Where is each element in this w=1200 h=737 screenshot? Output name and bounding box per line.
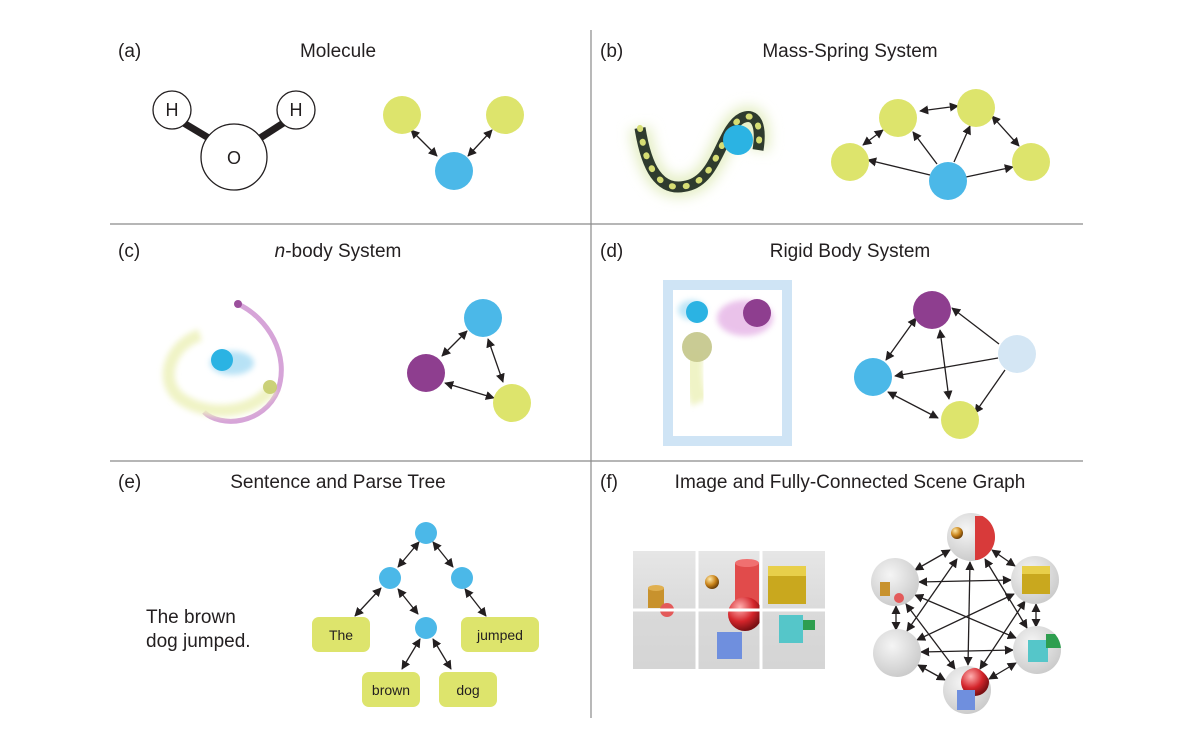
scene-green-object	[803, 620, 815, 630]
nbody-graph	[407, 299, 531, 422]
panel-e-title: Sentence and Parse Tree	[230, 472, 445, 493]
panel-e-label: (e)	[118, 472, 141, 493]
word-jumped: jumped	[476, 627, 523, 643]
panel-c: (c) n-body System	[118, 241, 531, 424]
panel-b: (b) Mass-Spring System	[600, 41, 1050, 200]
panel-b-label: (b)	[600, 41, 623, 62]
panel-f: (f) Image and Fully-Connected Scene Grap…	[600, 472, 1061, 714]
central-body	[211, 349, 233, 371]
graph-node-blue	[854, 358, 892, 396]
scene-gold-cylinder	[648, 588, 664, 608]
tree-node	[415, 522, 437, 544]
panel-d-label: (d)	[600, 241, 623, 262]
graph-node-yellow	[493, 384, 531, 422]
panel-d-title: Rigid Body System	[770, 241, 931, 262]
graph-node-yellow	[486, 96, 524, 134]
scene-gold-sphere	[705, 575, 719, 589]
graph-node-purple	[407, 354, 445, 392]
graph-node-yellow	[941, 401, 979, 439]
graph-node-yellow	[879, 99, 917, 137]
panel-b-title: Mass-Spring System	[762, 41, 937, 62]
orbit-trails-illustration	[162, 300, 284, 424]
panel-a-label: (a)	[118, 41, 141, 62]
word-the: The	[329, 627, 353, 643]
graph-node-purple	[913, 291, 951, 329]
graph-node-yellow	[383, 96, 421, 134]
panel-c-label: (c)	[118, 241, 140, 262]
graph-node-pale-blue	[998, 335, 1036, 373]
water-molecule: H O H	[152, 90, 316, 191]
spring-chain-illustration	[629, 105, 771, 198]
graph-node-blue	[929, 162, 967, 200]
word-box-brown	[362, 672, 420, 707]
scene-node-gold-cylinder	[871, 558, 919, 606]
word-box-dog	[439, 672, 497, 707]
graph-node-blue	[435, 152, 473, 190]
panel-e: (e) Sentence and Parse Tree The brown do…	[118, 472, 539, 707]
spring-graph	[831, 89, 1050, 200]
scene-node-gold-cube	[1011, 556, 1059, 604]
rigid-body-graph	[854, 291, 1036, 439]
panel-f-label: (f)	[600, 472, 618, 493]
word-box-the	[312, 617, 370, 652]
panel-a: (a) Molecule H O H	[118, 41, 524, 191]
hydrogen-atom-left	[152, 90, 192, 130]
rendered-scene-image	[633, 551, 825, 669]
word-dog: dog	[456, 682, 479, 698]
oxygen-atom	[200, 123, 268, 191]
panel-c-title: n-body System	[275, 241, 402, 262]
word-box-jumped	[461, 617, 539, 652]
sentence-line-1: The brown	[146, 607, 236, 628]
hydrogen-atom-right	[276, 90, 316, 130]
scene-node-red-cylinder	[947, 513, 995, 561]
sentence-line-2: dog jumped.	[146, 631, 251, 652]
spring-anchor-mass	[723, 125, 753, 155]
scene-blue-cube	[717, 632, 742, 659]
scene-node-empty-region	[873, 629, 921, 677]
tree-node	[379, 567, 401, 589]
parse-tree: The jumped brown dog	[312, 522, 539, 707]
scene-graph	[871, 513, 1061, 714]
graph-node-yellow	[831, 143, 869, 181]
scene-node-cyan-cube	[1013, 626, 1061, 674]
tree-node	[415, 617, 437, 639]
atom-label-o: O	[227, 148, 241, 168]
panel-d: (d) Rigid Body System	[600, 241, 1036, 446]
graph-node-blue	[464, 299, 502, 337]
scene-cyan-cube	[779, 615, 803, 643]
graph-node-yellow	[957, 89, 995, 127]
atom-label-h-left: H	[166, 100, 179, 120]
panel-a-title: Molecule	[300, 41, 376, 62]
word-brown: brown	[372, 682, 410, 698]
molecule-graph	[383, 96, 524, 190]
atom-label-h-right: H	[290, 100, 303, 120]
tree-node	[451, 567, 473, 589]
panel-dividers	[110, 30, 1083, 718]
scene-red-sphere-large	[728, 597, 762, 631]
panel-f-title: Image and Fully-Connected Scene Graph	[675, 472, 1026, 493]
graph-node-yellow	[1012, 143, 1050, 181]
scene-node-blue-cube	[943, 666, 991, 714]
rigid-body-box-illustration	[663, 280, 792, 446]
